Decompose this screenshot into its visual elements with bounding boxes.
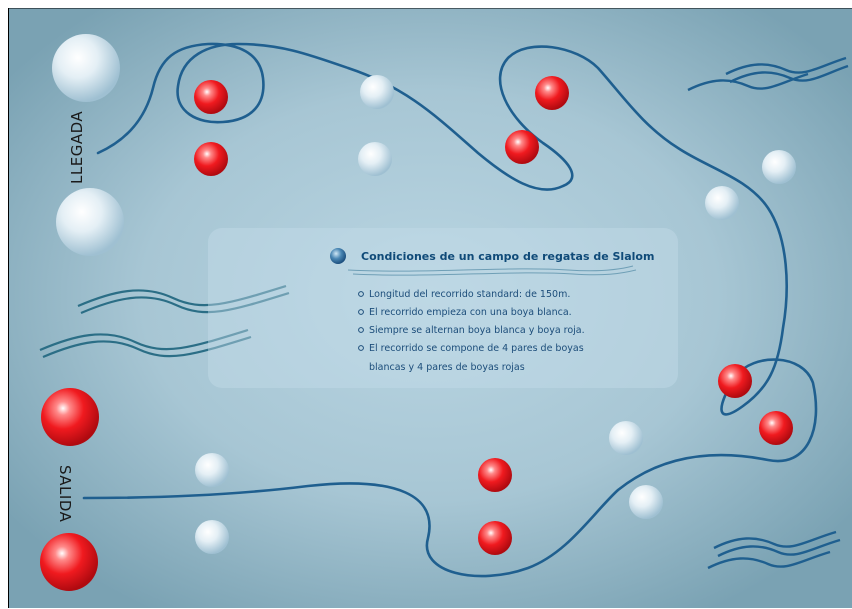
red-buoy bbox=[194, 142, 228, 176]
slalom-course-diagram: LLEGADA SALIDA Condiciones de un campo d… bbox=[8, 8, 852, 608]
white-buoy bbox=[358, 142, 392, 176]
list-bullet-icon bbox=[358, 291, 364, 297]
red-buoy bbox=[718, 364, 752, 398]
info-item: blancas y 4 pares de boyas rojas bbox=[369, 362, 525, 373]
red-buoy bbox=[478, 458, 512, 492]
wave-lines-top-right bbox=[687, 56, 849, 92]
title-bullet-icon bbox=[330, 248, 346, 264]
red-buoy bbox=[194, 80, 228, 114]
info-panel: Condiciones de un campo de regatas de Sl… bbox=[330, 248, 654, 373]
white-buoy bbox=[629, 485, 663, 519]
slalom-course-line bbox=[82, 42, 818, 578]
list-bullet-icon bbox=[358, 327, 364, 333]
list-bullet-icon bbox=[358, 309, 364, 315]
water-background bbox=[8, 8, 852, 608]
finish-buoy-top bbox=[52, 34, 120, 102]
white-buoy bbox=[609, 421, 643, 455]
start-buoy-bottom bbox=[40, 533, 98, 591]
info-title: Condiciones de un campo de regatas de Sl… bbox=[361, 250, 654, 263]
white-buoy bbox=[195, 520, 229, 554]
info-panel-background bbox=[208, 228, 678, 388]
title-underline-2 bbox=[352, 269, 637, 276]
wave-lines-left-top bbox=[77, 284, 290, 315]
start-buoy-top bbox=[41, 388, 99, 446]
red-buoy bbox=[478, 521, 512, 555]
white-buoy bbox=[360, 75, 394, 109]
red-buoy bbox=[759, 411, 793, 445]
red-buoy bbox=[535, 76, 569, 110]
white-buoy bbox=[705, 186, 739, 220]
finish-buoy-bottom bbox=[56, 188, 124, 256]
wave-lines-left-bottom bbox=[39, 328, 252, 359]
info-item: Longitud del recorrido standard: de 150m… bbox=[369, 289, 570, 300]
list-bullet-icon bbox=[358, 345, 364, 351]
title-underline bbox=[347, 265, 634, 272]
start-label: SALIDA bbox=[56, 465, 74, 523]
course-canvas: LLEGADA SALIDA Condiciones de un campo d… bbox=[8, 8, 852, 608]
white-buoy bbox=[762, 150, 796, 184]
white-buoy bbox=[195, 453, 229, 487]
finish-label: LLEGADA bbox=[68, 111, 86, 184]
info-item: El recorrido empieza con una boya blanca… bbox=[369, 307, 572, 318]
info-item: El recorrido se compone de 4 pares de bo… bbox=[369, 343, 584, 354]
info-item: Siempre se alternan boya blanca y boya r… bbox=[369, 325, 585, 336]
wave-lines-bottom-right bbox=[707, 530, 841, 570]
red-buoy bbox=[505, 130, 539, 164]
